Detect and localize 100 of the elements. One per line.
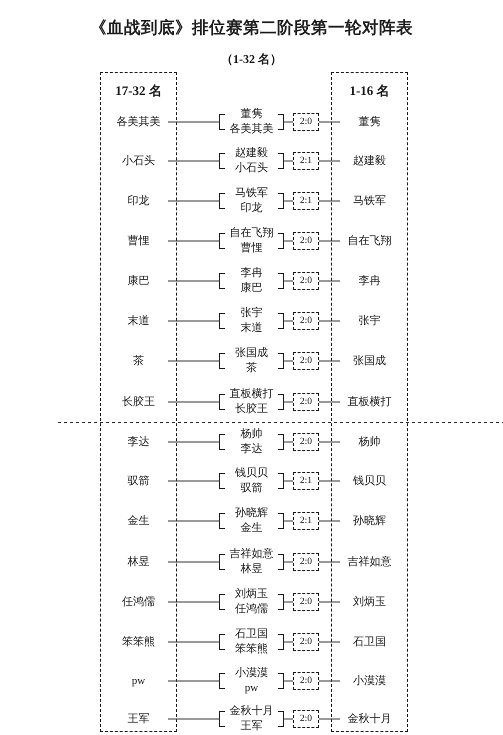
score-box: 2:1	[293, 512, 319, 530]
player-name: 末道	[128, 315, 150, 327]
player-name: 康巴	[128, 275, 150, 287]
player-name: 马铁军	[235, 187, 268, 199]
player-name: 张国成	[235, 347, 268, 359]
player-name: 茶	[246, 362, 257, 374]
connector-line	[318, 240, 340, 242]
score-box: 2:0	[293, 633, 319, 651]
player-name: 李冉	[240, 267, 262, 279]
connector-line	[168, 680, 220, 682]
score-box: 2:0	[293, 393, 319, 411]
score-box: 2:0	[293, 433, 319, 451]
connector-line	[284, 280, 294, 282]
player-name: 王军	[128, 713, 150, 725]
player-name: 刘炳玉	[235, 588, 268, 600]
connector-line	[168, 360, 220, 362]
player-name: 钱贝贝	[353, 475, 386, 487]
player-name: 石卫国	[353, 636, 386, 648]
connector-line	[284, 480, 294, 482]
connector-line	[284, 520, 294, 522]
player-name: 驭箭	[128, 475, 150, 487]
score-box: 2:1	[293, 472, 319, 490]
player-name: 金生	[240, 522, 262, 534]
connector-line	[318, 680, 340, 682]
player-name: 石卫国	[235, 628, 268, 640]
player-name: 李达	[240, 443, 262, 455]
player-name: 张宇	[240, 307, 262, 319]
player-name: 张国成	[353, 355, 386, 367]
player-name: 钱贝贝	[235, 467, 268, 479]
score-box: 2:1	[293, 192, 319, 210]
connector-line	[168, 718, 220, 720]
connector-line	[168, 320, 220, 322]
player-name: 赵建毅	[235, 147, 268, 159]
player-name: 林昱	[240, 563, 262, 575]
ranking-panel	[331, 72, 408, 732]
player-name: pw	[132, 675, 146, 687]
connector-line	[318, 520, 340, 522]
player-name: 自在飞翔	[348, 235, 392, 247]
score-box: 2:0	[293, 232, 319, 250]
ranking-panel	[100, 72, 177, 732]
player-name: 驭箭	[240, 482, 262, 494]
player-name: 茶	[133, 355, 144, 367]
connector-line	[284, 160, 294, 162]
player-name: 孙晓辉	[353, 515, 386, 527]
player-name: 孙晓辉	[235, 507, 268, 519]
diagram-title: 《血战到底》排位赛第二阶段第一轮对阵表	[90, 18, 413, 37]
score-box: 2:1	[293, 152, 319, 170]
connector-line	[168, 280, 220, 282]
connector-line	[168, 240, 220, 242]
connector-line	[318, 280, 340, 282]
player-name: 笨笨熊	[235, 643, 268, 655]
connector-line	[318, 200, 340, 202]
score-box: 2:0	[293, 672, 319, 690]
connector-line	[168, 200, 220, 202]
player-name: 印龙	[128, 195, 150, 207]
player-name: 末道	[240, 322, 262, 334]
column-heading: 1-16 名	[349, 83, 390, 98]
connector-line	[168, 520, 220, 522]
player-name: 金秋十月	[230, 705, 274, 717]
connector-line	[284, 240, 294, 242]
connector-line	[318, 360, 340, 362]
player-name: 自在飞翔	[230, 227, 274, 239]
player-name: 董隽	[358, 116, 380, 128]
connector-line	[284, 718, 294, 720]
player-name: 王军	[240, 720, 262, 732]
score-box: 2:0	[293, 352, 319, 370]
connector-line	[284, 200, 294, 202]
connector-line	[284, 360, 294, 362]
score-box: 2:0	[293, 553, 319, 571]
player-name: 吉祥如意	[230, 548, 274, 560]
connector-line	[284, 320, 294, 322]
player-name: 杨帅	[358, 436, 380, 448]
player-name: pw	[244, 682, 258, 694]
player-name: 任鸿儒	[122, 596, 155, 608]
player-name: 直板横打	[230, 388, 274, 400]
score-box: 2:0	[293, 593, 319, 611]
score-box: 2:0	[293, 312, 319, 330]
connector-line	[168, 480, 220, 482]
player-name: 各美其美	[230, 123, 274, 135]
player-name: 任鸿儒	[235, 603, 268, 615]
player-name: 金生	[128, 515, 150, 527]
player-name: 林昱	[128, 556, 150, 568]
score-box: 2:0	[293, 710, 319, 728]
player-name: 曹悝	[128, 235, 150, 247]
subtitle: （1-32 名）	[221, 52, 282, 66]
connector-line	[318, 160, 340, 162]
player-name: 长胶王	[122, 396, 155, 408]
player-name: 杨帅	[240, 428, 262, 440]
connector-line	[318, 320, 340, 322]
player-name: 小漠漠	[235, 667, 268, 679]
score-box: 2:0	[293, 113, 319, 131]
player-name: 直板横打	[348, 396, 392, 408]
connector-line	[284, 680, 294, 682]
player-name: 小石头	[122, 155, 155, 167]
player-name: 李冉	[358, 275, 380, 287]
player-name: 小石头	[235, 162, 268, 174]
player-name: 长胶王	[235, 403, 268, 415]
player-name: 董隽	[240, 108, 262, 120]
player-name: 康巴	[240, 282, 262, 294]
player-name: 印龙	[240, 202, 262, 214]
